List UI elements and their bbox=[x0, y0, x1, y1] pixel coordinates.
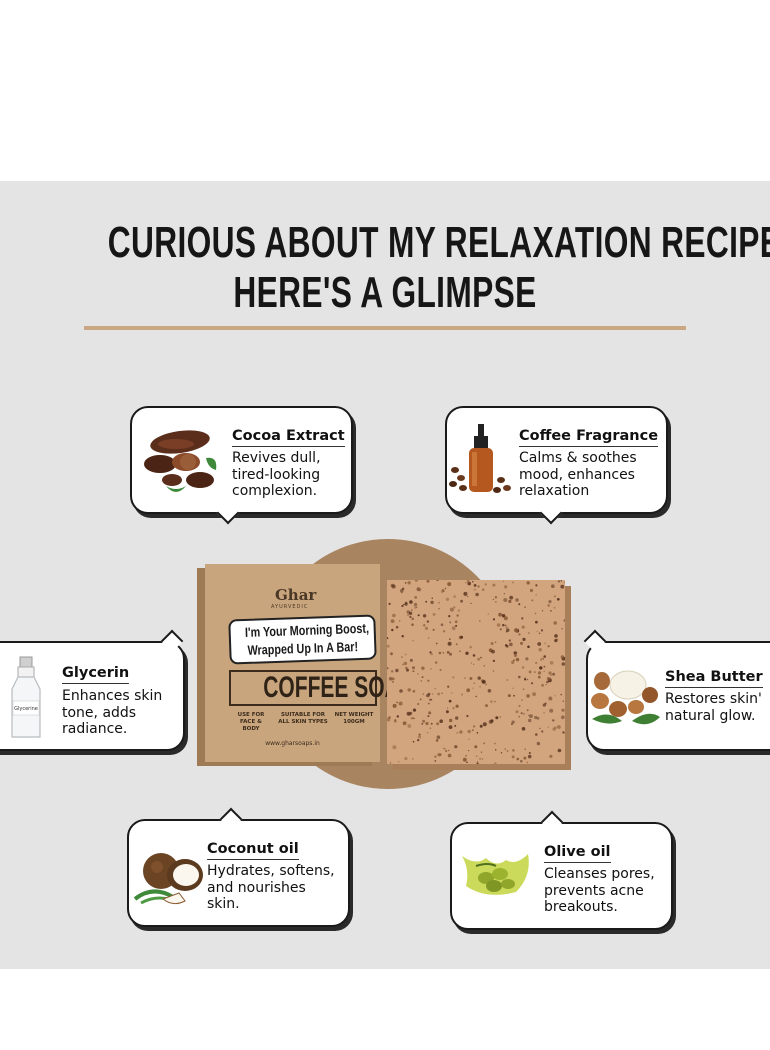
ingredient-card-coffee: Coffee Fragrance Calms & soothes mood, e… bbox=[445, 406, 668, 525]
coconut-icon bbox=[133, 853, 203, 905]
glycerin-bottle-icon: Glycerine bbox=[11, 656, 41, 738]
ingredient-card-shea: Shea Butter Restores skin' natural glow. bbox=[583, 629, 770, 751]
soap-bar bbox=[386, 578, 566, 765]
info-usage: USE FOR FACE & BODY bbox=[237, 712, 265, 732]
shea-nuts-icon bbox=[591, 670, 660, 725]
ingredient-description: Enhances skin tone, adds radiance. bbox=[62, 688, 163, 737]
brand-subtitle: AYURVEDIC bbox=[271, 604, 309, 610]
ingredient-card-coconut: Coconut oil Hydrates, softens, and nouri… bbox=[127, 807, 350, 927]
ingredient-title: Shea Butter bbox=[665, 669, 763, 688]
ingredient-description: Revives dull, tired-looking complexion. bbox=[232, 450, 321, 499]
ingredient-card-glycerin: Glycerine Glycerin Enhances skin tone, a… bbox=[0, 629, 185, 751]
ingredient-card-olive: Olive oil Cleanses pores, prevents acne … bbox=[450, 810, 673, 930]
info-skin-types: SUITABLE FOR ALL SKIN TYPES bbox=[278, 712, 328, 725]
ingredient-title: Olive oil bbox=[544, 844, 611, 863]
ingredient-card-cocoa: Cocoa Extract Revives dull, tired-lookin… bbox=[130, 406, 353, 525]
product-tagline: I'm Your Morning Boost, Wrapped Up In A … bbox=[228, 614, 377, 665]
divider-rule bbox=[84, 326, 686, 330]
ingredient-title: Cocoa Extract bbox=[232, 428, 345, 447]
brand-logo: Ghar bbox=[275, 586, 317, 604]
ingredient-title: Glycerin bbox=[62, 665, 130, 684]
info-net-weight: NET WEIGHT 100GM bbox=[334, 712, 374, 725]
ingredient-description: Hydrates, softens, and nourishes skin. bbox=[207, 863, 335, 912]
soap-box-side bbox=[197, 568, 207, 766]
ingredient-title: Coffee Fragrance bbox=[519, 428, 659, 447]
headline: CURIOUS ABOUT MY RELAXATION RECIPE? HERE… bbox=[107, 218, 770, 318]
product-name: COFFEE SOAP bbox=[229, 670, 414, 706]
ingredient-description: Calms & soothes mood, enhances relaxatio… bbox=[519, 450, 637, 499]
headline-line-1: CURIOUS ABOUT MY RELAXATION RECIPE? bbox=[107, 218, 770, 267]
tagline-line-2: Wrapped Up In A Bar! bbox=[247, 639, 359, 658]
soap-box: Ghar AYURVEDIC I'm Your Morning Boost, W… bbox=[205, 564, 414, 762]
ingredient-description: Cleanses pores, prevents acne breakouts. bbox=[544, 866, 655, 915]
ingredient-title: Coconut oil bbox=[207, 841, 299, 860]
soap-texture bbox=[386, 578, 566, 765]
essential-oil-bottle-icon bbox=[449, 424, 511, 493]
website: www.gharsoaps.in bbox=[265, 740, 320, 747]
bottle-label: Glycerine bbox=[14, 706, 38, 712]
headline-line-2: HERE'S A GLIMPSE bbox=[233, 268, 537, 317]
infographic-panel: CURIOUS ABOUT MY RELAXATION RECIPE? HERE… bbox=[0, 181, 770, 969]
olive-splash-icon bbox=[462, 854, 529, 895]
ingredient-description: Restores skin' natural glow. bbox=[665, 691, 762, 724]
cocoa-beans-icon bbox=[144, 430, 217, 492]
